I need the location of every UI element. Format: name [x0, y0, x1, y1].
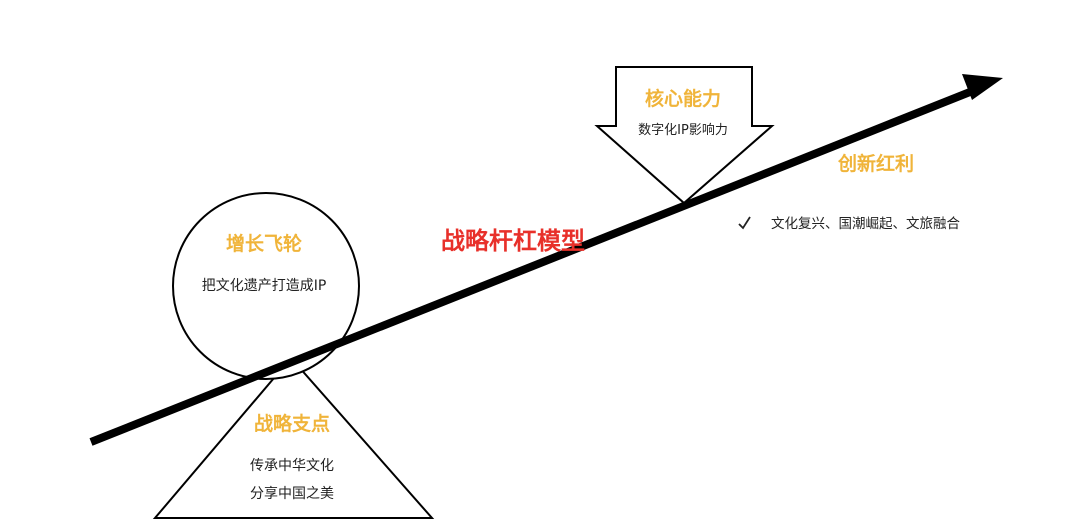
- fulcrum-line-2: 分享中国之美: [250, 485, 334, 502]
- lever-arrowhead-icon: [962, 74, 1003, 100]
- flywheel-circle: [172, 192, 360, 380]
- fulcrum-title: 战略支点: [254, 412, 330, 435]
- fulcrum-line-1: 传承中华文化: [250, 458, 334, 474]
- core-down-arrow: [594, 66, 775, 205]
- core-title: 核心能力: [645, 87, 721, 110]
- core-text: 数字化IP影响力: [638, 122, 728, 138]
- flywheel-title: 增长飞轮: [226, 232, 302, 255]
- check-icon: [738, 216, 751, 230]
- lever-line: [89, 84, 982, 446]
- dividend-text: 文化复兴、国潮崛起、文旅融合: [771, 215, 960, 232]
- diagram-title: 战略杆杠模型: [441, 227, 585, 255]
- fulcrum-triangle: [152, 356, 435, 519]
- flywheel-text: 把文化遗产打造成IP: [202, 277, 327, 294]
- dividend-title: 创新红利: [837, 152, 914, 175]
